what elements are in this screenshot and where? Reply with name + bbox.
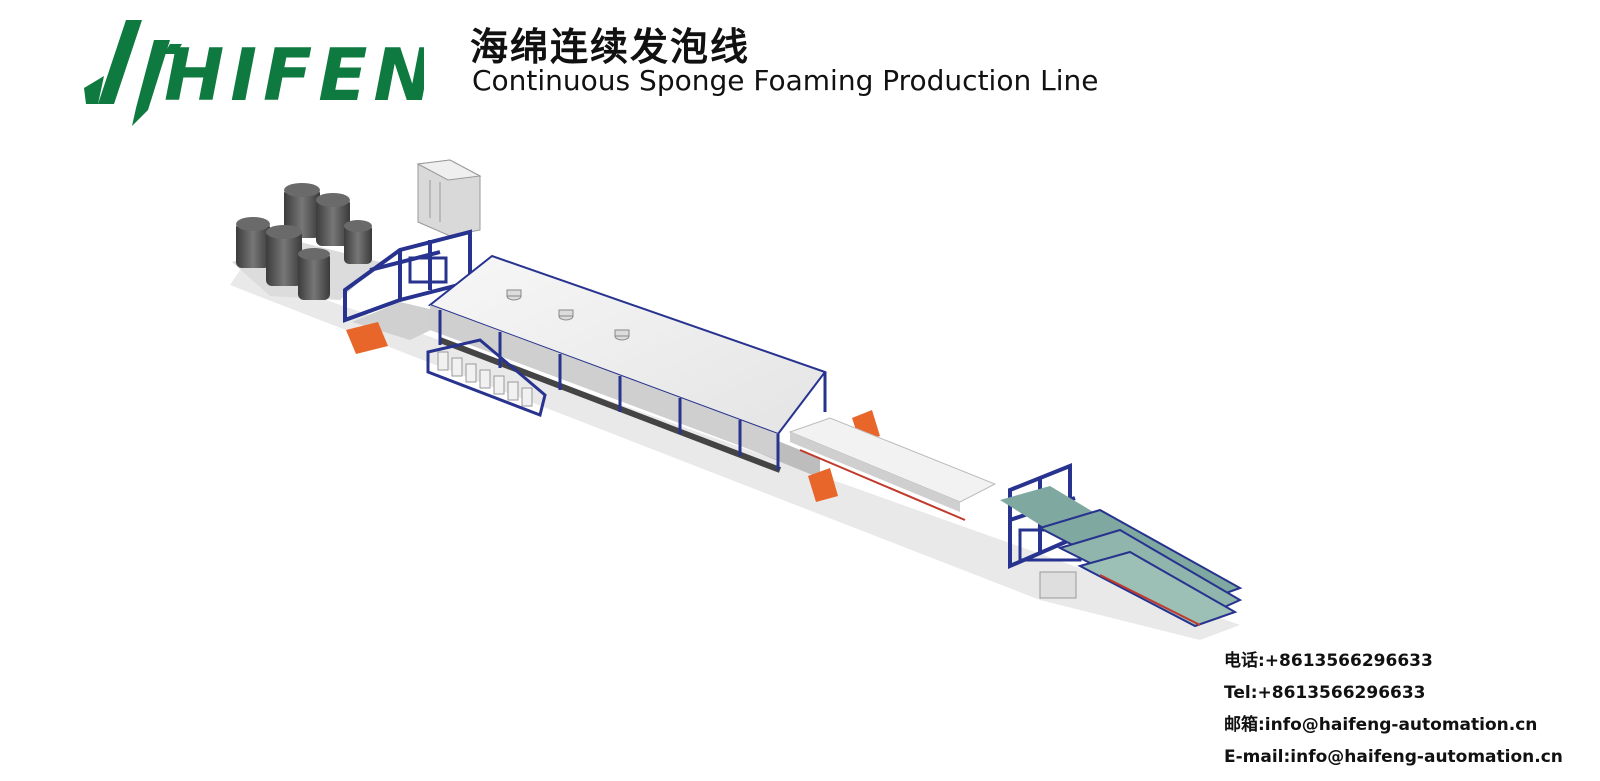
tank: [284, 183, 320, 238]
logo-wordmark: HIFEN: [164, 33, 424, 117]
phone-cn: 电话:+8613566296633: [1224, 651, 1433, 671]
email-en: E-mail:info@haifeng-automation.cn: [1224, 747, 1563, 767]
output-conveyors: [1000, 486, 1243, 628]
access-stairs: [808, 468, 838, 502]
tank: [298, 248, 330, 300]
tank: [316, 193, 350, 246]
cooling-conveyor: [788, 417, 997, 521]
tank: [266, 225, 302, 286]
company-logo: HIFEN: [84, 20, 424, 126]
phone-en: Tel:+8613566296633: [1224, 683, 1426, 703]
tank: [344, 220, 372, 264]
tank: [236, 217, 270, 268]
contact-info: 电话:+8613566296633 Tel:+8613566296633 邮箱:…: [1224, 645, 1594, 773]
storage-tanks: [232, 183, 380, 300]
foaming-tunnel: [427, 254, 827, 478]
title-english: Continuous Sponge Foaming Production Lin…: [472, 64, 1099, 97]
cutter-cabinet: [1039, 571, 1077, 599]
email-cn: 邮箱:info@haifeng-automation.cn: [1224, 715, 1538, 735]
access-stairs: [346, 322, 388, 354]
title-chinese: 海绵连续发泡线: [470, 25, 751, 69]
control-cabinet: [416, 159, 482, 237]
chemical-tank-rack: [426, 338, 547, 418]
